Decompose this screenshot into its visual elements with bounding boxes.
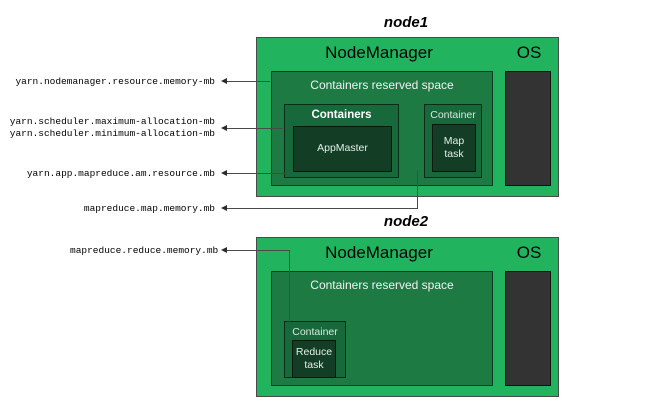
node2-reduce-task-box: Reduce task: [292, 340, 336, 378]
arrow-map-memory: [221, 204, 227, 211]
node1-title: node1: [383, 14, 429, 31]
node1-os-label: OS: [516, 43, 542, 62]
node1-reserved-space: Containers reserved space Containers App…: [271, 71, 493, 186]
leader-line-map-memory-h: [227, 208, 418, 209]
node2-container-label: Container: [292, 326, 338, 338]
node2-title: node2: [383, 213, 429, 230]
annotation-reduce-memory: mapreduce.reduce.memory.mb: [70, 245, 219, 256]
appmaster-label: AppMaster: [317, 142, 368, 155]
node1-container-group: Container Map task: [424, 104, 482, 178]
leader-line-scheduler: [227, 128, 283, 129]
leader-line-reduce-memory-h: [227, 250, 290, 251]
arrow-am-resource: [221, 169, 227, 176]
node2-os-label: OS: [516, 243, 542, 262]
annotation-scheduler-min: yarn.scheduler.minimum-allocation-mb: [9, 128, 215, 139]
map-task-label: Map task: [443, 134, 465, 160]
node1-appmaster-box: AppMaster: [293, 126, 392, 172]
leader-line-am-resource: [227, 173, 290, 174]
annotation-scheduler-max: yarn.scheduler.maximum-allocation-mb: [9, 116, 215, 127]
annotation-nodemanager-memory: yarn.nodemanager.resource.memory-mb: [15, 76, 215, 87]
annotation-map-memory: mapreduce.map.memory.mb: [83, 203, 215, 214]
node1-nodemanager-label: NodeManager: [325, 43, 433, 62]
leader-line-nodemanager-memory: [227, 81, 270, 82]
arrow-nodemanager-memory: [221, 77, 227, 84]
annotation-am-resource: yarn.app.mapreduce.am.resource.mb: [26, 168, 215, 179]
leader-line-reduce-memory-v: [289, 250, 290, 322]
node1-containers-label: Containers: [311, 109, 372, 121]
node1-container-label: Container: [430, 109, 476, 121]
arrow-scheduler: [221, 124, 227, 131]
node1-map-task-box: Map task: [432, 124, 476, 172]
node2-reserved-space: Containers reserved space Container Redu…: [271, 271, 493, 386]
node2-box: NodeManager OS Containers reserved space…: [256, 237, 559, 397]
reduce-task-label: Reduce task: [295, 345, 333, 371]
leader-line-map-memory-v: [417, 170, 418, 209]
node2-os-slab: [505, 271, 551, 386]
node1-reserved-space-label: Containers reserved space: [310, 78, 454, 92]
node1-containers-group: Containers AppMaster: [284, 104, 399, 178]
node2-reserved-space-label: Containers reserved space: [310, 278, 454, 292]
node2-nodemanager-label: NodeManager: [325, 243, 433, 262]
arrow-reduce-memory: [221, 246, 227, 253]
node1-os-slab: [505, 71, 551, 186]
node1-box: NodeManager OS Containers reserved space…: [256, 37, 559, 197]
node2-container-group: Container Reduce task: [284, 321, 346, 378]
